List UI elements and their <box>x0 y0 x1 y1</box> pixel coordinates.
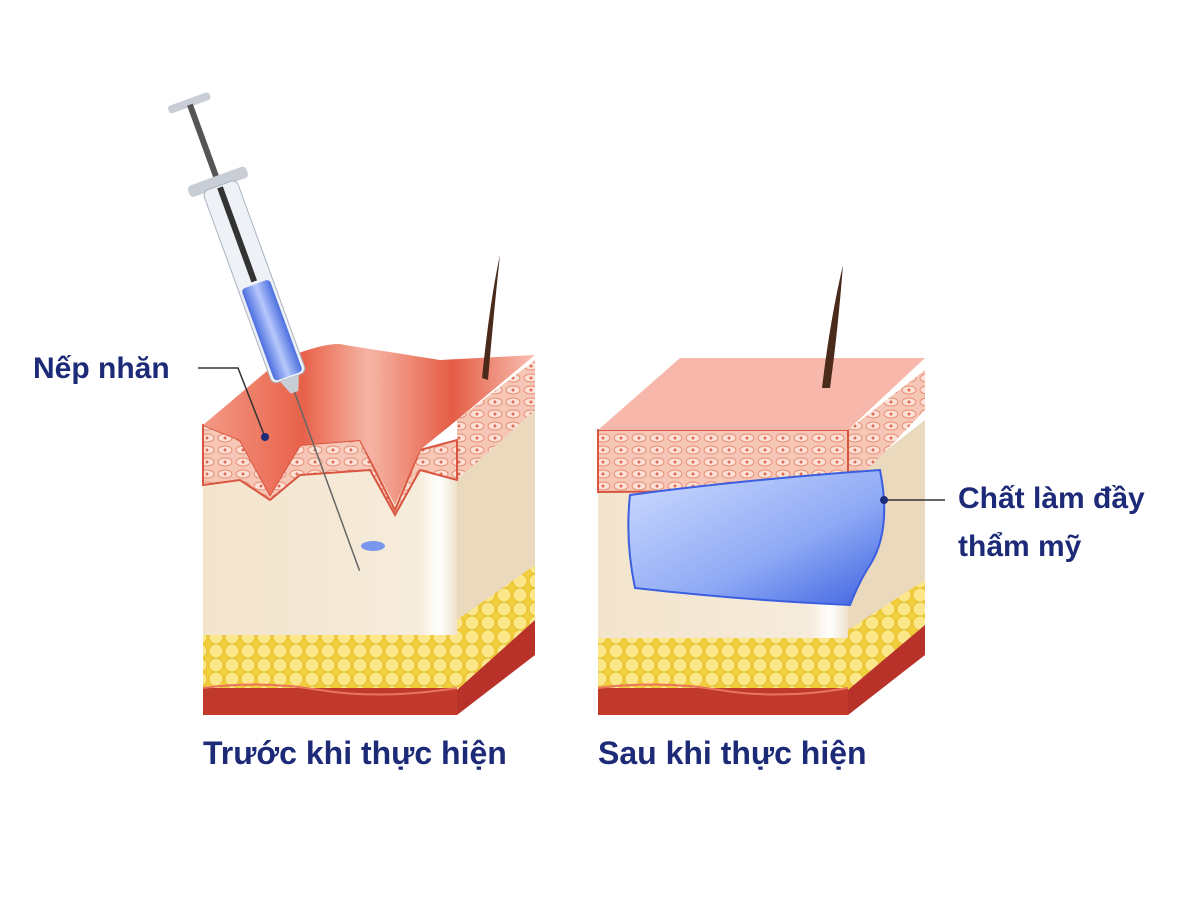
filler-label-line2: thẩm mỹ <box>958 530 1082 563</box>
caption-after: Sau khi thực hiện <box>598 735 867 771</box>
caption-before: Trước khi thực hiện <box>203 735 507 771</box>
filler-label-line1: Chất làm đầy <box>958 482 1145 515</box>
wrinkle-leader-line <box>198 367 266 438</box>
hair-icon <box>822 265 843 388</box>
wrinkle-label: Nếp nhăn <box>33 352 170 385</box>
skin-block-after <box>597 265 925 715</box>
syringe-icon <box>168 92 361 572</box>
hair-icon <box>482 255 500 380</box>
filler-mass <box>627 468 886 607</box>
filler-droplet <box>361 541 385 551</box>
